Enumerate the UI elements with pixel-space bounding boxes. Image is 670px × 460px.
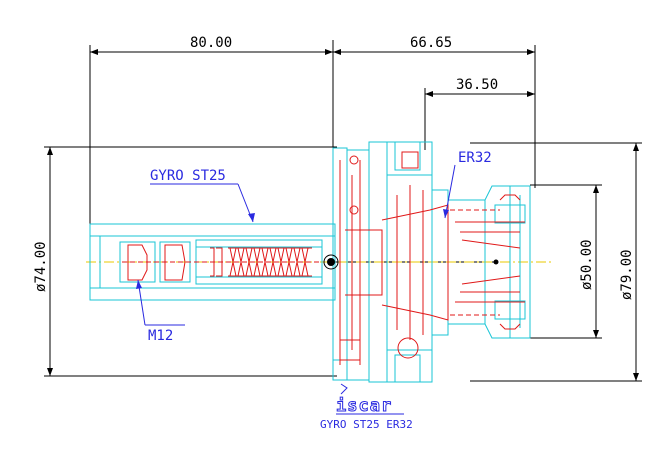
dimension-length-right: 66.65 <box>410 35 452 51</box>
dimension-lines <box>44 40 642 382</box>
label-thread: M12 <box>148 328 173 344</box>
dimension-length-nut: 36.50 <box>456 77 498 93</box>
label-er: ER32 <box>458 150 492 166</box>
label-gyro: GYRO ST25 <box>150 168 226 184</box>
flange-hidden-lines <box>339 151 525 365</box>
leader-lines <box>136 164 456 326</box>
shank-hidden-lines <box>122 244 320 281</box>
nut-outline <box>447 185 531 339</box>
logo-brand-text: iscar <box>336 396 392 416</box>
iscar-logo: iscar <box>336 383 404 417</box>
dimension-dia-shank: ø74.00 <box>33 241 49 292</box>
logo-caption: GYRO ST25 ER32 <box>320 418 413 431</box>
dimension-dia-nut: ø50.00 <box>579 239 595 290</box>
dimension-length-left: 80.00 <box>190 35 232 51</box>
center-marks <box>323 254 499 270</box>
dimension-dia-flange: ø79.00 <box>619 249 635 300</box>
